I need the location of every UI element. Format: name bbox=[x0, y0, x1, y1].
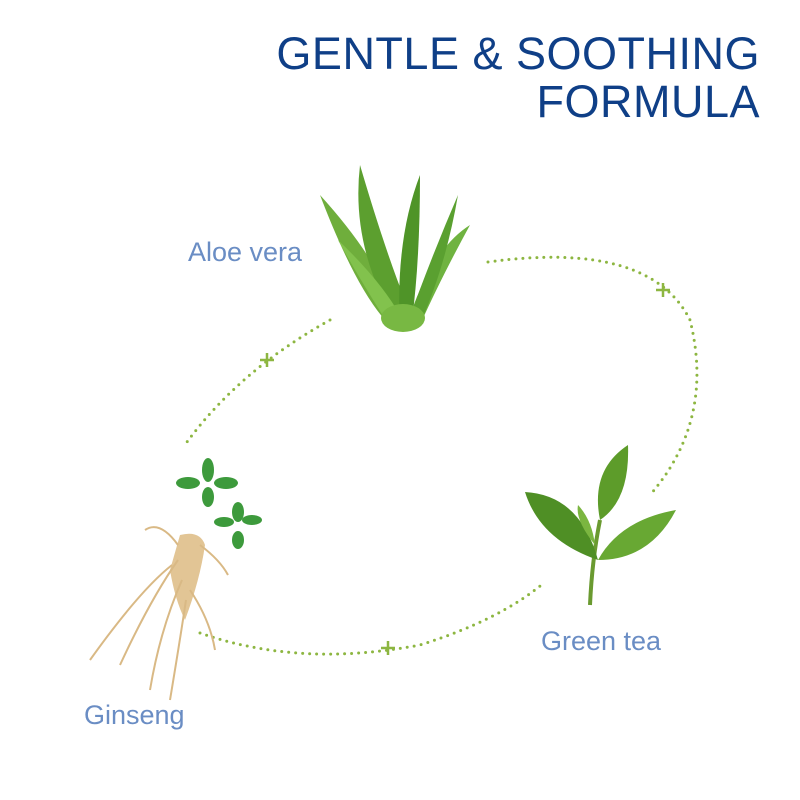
green-tea-icon bbox=[525, 445, 676, 606]
connector-aloe-ginseng bbox=[185, 318, 332, 444]
ginseng-icon bbox=[89, 458, 262, 701]
aloe-vera-icon bbox=[320, 165, 470, 332]
connector-ginseng-greentea bbox=[198, 580, 547, 656]
ingredient-label-green-tea: Green tea bbox=[541, 626, 662, 656]
ingredient-label-aloe-vera: Aloe vera bbox=[188, 237, 303, 267]
plus-icon bbox=[260, 353, 274, 367]
title-line-1: GENTLE & SOOTHING bbox=[276, 28, 760, 79]
page-title: GENTLE & SOOTHING FORMULA bbox=[276, 30, 760, 126]
ingredient-label-ginseng: Ginseng bbox=[84, 700, 185, 730]
title-line-2: FORMULA bbox=[536, 76, 760, 127]
plus-icon bbox=[381, 641, 395, 655]
connector-aloe-greentea bbox=[486, 255, 699, 497]
plus-icon bbox=[656, 283, 670, 297]
